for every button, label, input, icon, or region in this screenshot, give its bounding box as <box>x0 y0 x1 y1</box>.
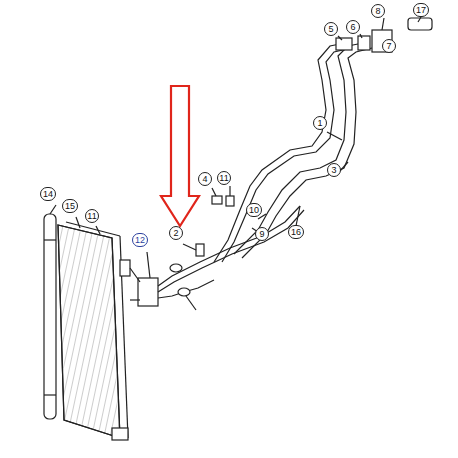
callout-text: 11 <box>87 212 96 221</box>
callout-text: 3 <box>331 166 336 175</box>
callout-text: 5 <box>328 25 333 34</box>
callout-number: 14 <box>40 187 55 201</box>
callout-number: 5 <box>324 22 338 36</box>
callout-number: 7 <box>382 39 396 53</box>
callout-text: 2 <box>173 229 178 238</box>
callout-text: 17 <box>416 6 426 15</box>
callout-text: 7 <box>386 42 391 51</box>
callout-number: 17 <box>413 3 428 17</box>
callout-number: 12 <box>132 233 147 247</box>
callout-text: 11 <box>219 174 228 183</box>
callout-text: 15 <box>65 202 75 211</box>
callout-text: 12 <box>135 236 145 245</box>
callout-number: 6 <box>346 20 360 34</box>
callout-number: 11 <box>217 171 231 185</box>
callout-number: 2 <box>169 226 183 240</box>
callout-number: 8 <box>371 4 385 18</box>
callout-number: 4 <box>198 172 212 186</box>
callout-text: 10 <box>249 206 259 215</box>
callout-number: 15 <box>62 199 77 213</box>
callout-number: 9 <box>255 227 269 241</box>
callout-text: 8 <box>375 7 380 16</box>
callout-text: 16 <box>291 228 301 237</box>
callout-text: 1 <box>317 119 322 128</box>
callout-number: 16 <box>288 225 303 239</box>
callout-number: 1 <box>313 116 327 130</box>
callout-text: 14 <box>43 190 53 199</box>
callout-number: 10 <box>246 203 261 217</box>
callout-number: 11 <box>85 209 99 223</box>
callout-text: 6 <box>350 23 355 32</box>
callout-text: 9 <box>259 230 264 239</box>
callout-text: 4 <box>202 175 207 184</box>
callout-number: 3 <box>327 163 341 177</box>
